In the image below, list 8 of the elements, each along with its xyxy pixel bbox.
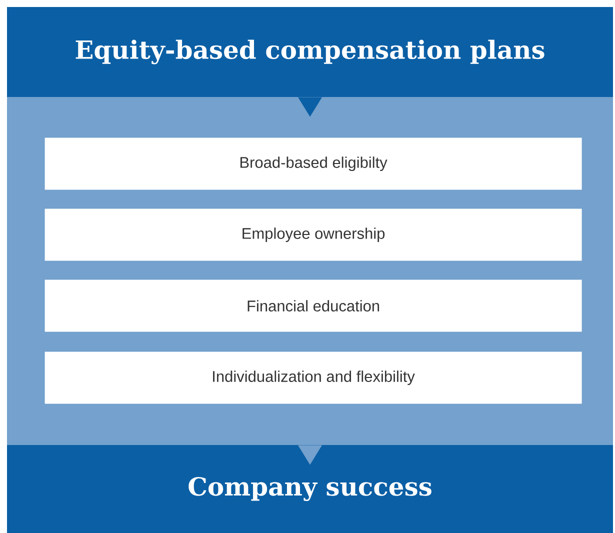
item-box: Individualization and flexibility bbox=[44, 352, 582, 404]
chevron-arrow bbox=[298, 97, 322, 117]
heading-band: Company success bbox=[7, 445, 613, 533]
item-box: Employee ownership bbox=[44, 208, 582, 261]
item-box: Financial education bbox=[44, 280, 582, 332]
chevron-arrow bbox=[298, 445, 322, 465]
heading-band: Equity-based compensation plans bbox=[7, 7, 613, 97]
item-box: Broad-based eligibilty bbox=[44, 138, 582, 190]
